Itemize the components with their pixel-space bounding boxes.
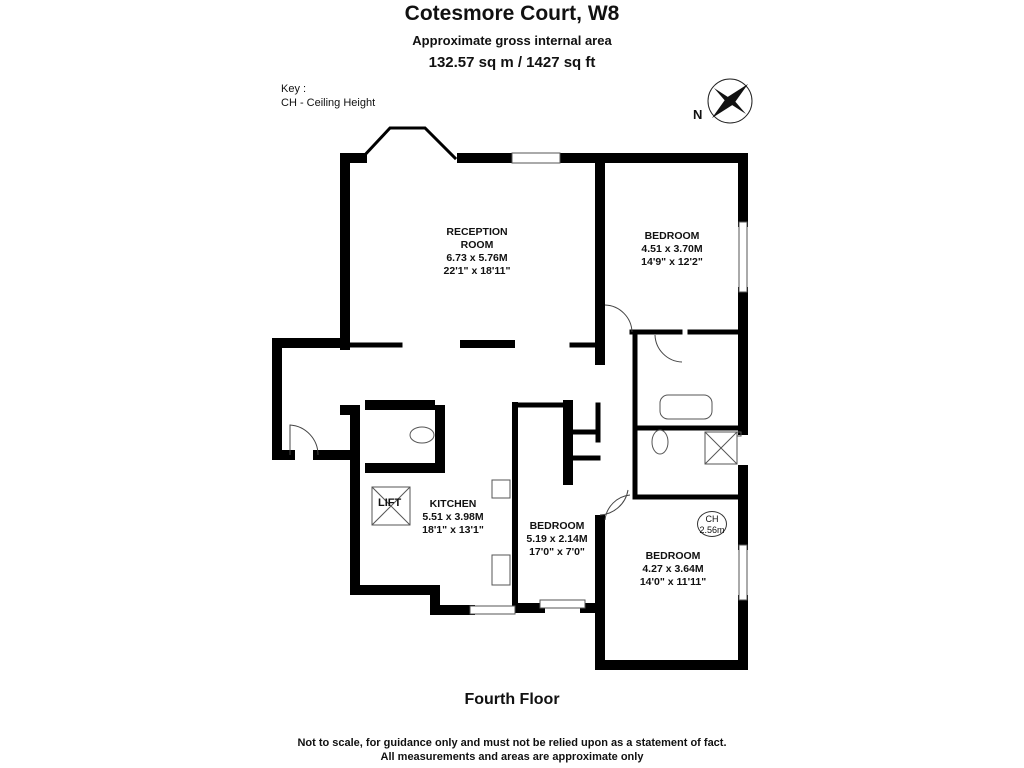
room-name: BEDROOM [644,230,700,242]
room-name: ROOM [460,239,494,251]
room-label-bedroom-2: BEDROOM 5.19 x 2.14M 17'0" x 7'0" [526,520,587,559]
disclaimer-line-2: All measurements and areas are approxima… [380,751,644,763]
ceiling-height-value: 2.56m [699,525,725,535]
windows [469,152,748,615]
compass-icon [707,78,753,124]
ceiling-height-badge: CH 2.56m [697,511,727,537]
plan-subtitle: Approximate gross internal area [412,33,612,48]
key-ceiling-height: CH - Ceiling Height [281,97,376,109]
room-size-imperial: 14'0" x 11'11" [639,576,707,588]
room-size-imperial: 14'9" x 12'2" [641,256,703,268]
gross-area: 132.57 sq m / 1427 sq ft [428,54,596,71]
lift-label: LIFT [378,497,402,509]
room-size-imperial: 18'1" x 13'1" [422,524,484,536]
room-size-imperial: 22'1" x 18'11" [443,265,511,277]
room-name: BEDROOM [645,550,701,562]
floor-label: Fourth Floor [464,691,560,708]
room-label-reception: RECEPTION ROOM 6.73 x 5.76M 22'1" x 18'1… [444,226,511,278]
room-size-metric: 4.27 x 3.64M [642,563,704,575]
disclaimer-line-1: Not to scale, for guidance only and must… [297,737,727,749]
key-heading: Key : [281,83,307,95]
room-label-bedroom-1: BEDROOM 4.51 x 3.70M 14'9" x 12'2" [641,230,703,269]
room-label-kitchen: KITCHEN 5.51 x 3.98M 18'1" x 13'1" [422,498,484,537]
plan-title: Cotesmore Court, W8 [404,2,620,25]
room-size-imperial: 17'0" x 7'0" [529,546,585,558]
room-size-metric: 6.73 x 5.76M [446,252,508,264]
room-size-metric: 4.51 x 3.70M [641,243,703,255]
room-size-metric: 5.19 x 2.14M [526,533,588,545]
ceiling-height-label: CH [705,514,719,524]
room-name: KITCHEN [429,498,477,510]
room-name: RECEPTION [446,226,508,238]
fixtures [371,394,742,586]
room-label-bedroom-3: BEDROOM 4.27 x 3.64M 14'0" x 11'11" [640,550,706,589]
room-size-metric: 5.51 x 3.98M [422,511,484,523]
walls [272,126,748,670]
doors [289,304,683,521]
north-label: N [693,107,703,122]
room-name: BEDROOM [529,520,585,532]
